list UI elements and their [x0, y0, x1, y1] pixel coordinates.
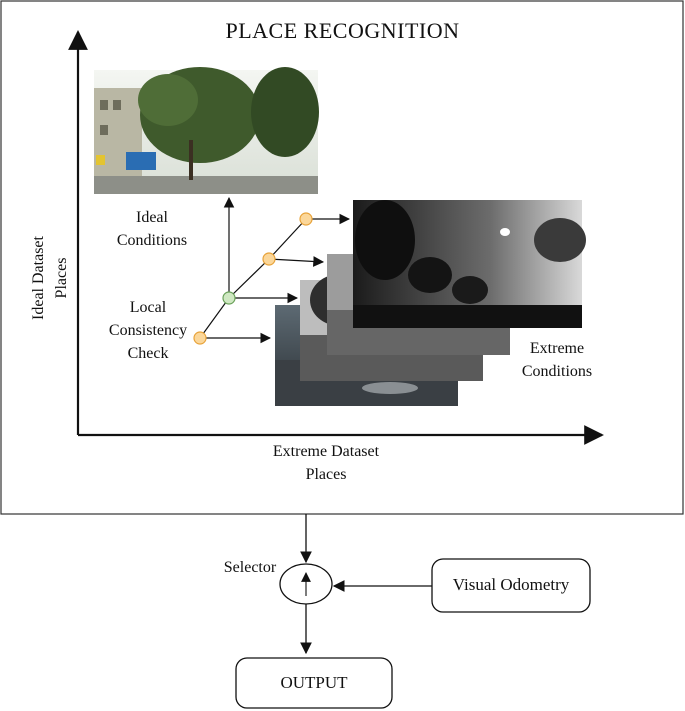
local-consistency-line2: Consistency — [108, 322, 188, 339]
link-node3-to-image — [268, 256, 325, 267]
extreme-conditions-line1: Extreme — [529, 340, 585, 357]
diagram-title: PLACE RECOGNITION — [225, 18, 460, 43]
match-node-1 — [193, 331, 207, 345]
extreme-conditions-label: Extreme Conditions — [505, 337, 609, 383]
local-consistency-label: Local Consistency Check — [96, 296, 200, 365]
x-axis-label-line2: Places — [305, 466, 347, 483]
output-label: OUTPUT — [280, 673, 348, 692]
extreme-conditions-line2: Conditions — [521, 363, 593, 380]
selector-label: Selector — [223, 559, 277, 576]
x-axis-label-line1: Extreme Dataset — [272, 443, 380, 460]
local-consistency-line1: Local — [129, 299, 167, 316]
match-node-3 — [262, 252, 276, 266]
y-axis-label: Ideal Dataset Places — [27, 218, 73, 338]
ideal-conditions-image — [94, 67, 319, 194]
place-recognition-frame — [0, 0, 684, 515]
ideal-conditions-label: Ideal Conditions — [100, 206, 204, 252]
ideal-conditions-line1: Ideal — [136, 209, 168, 226]
ideal-conditions-line2: Conditions — [116, 232, 188, 249]
local-consistency-line3: Check — [127, 345, 169, 362]
output-box — [235, 657, 393, 709]
visual-odometry-label: Visual Odometry — [452, 575, 570, 594]
extreme-image-front — [353, 200, 586, 328]
match-node-4 — [299, 212, 313, 226]
x-axis-label: Extreme Dataset Places — [240, 440, 412, 486]
y-axis-label-line2: Places — [53, 257, 70, 299]
y-axis-label-line1: Ideal Dataset — [30, 236, 47, 320]
match-node-2 — [222, 291, 236, 305]
consistency-chain — [199, 218, 307, 339]
